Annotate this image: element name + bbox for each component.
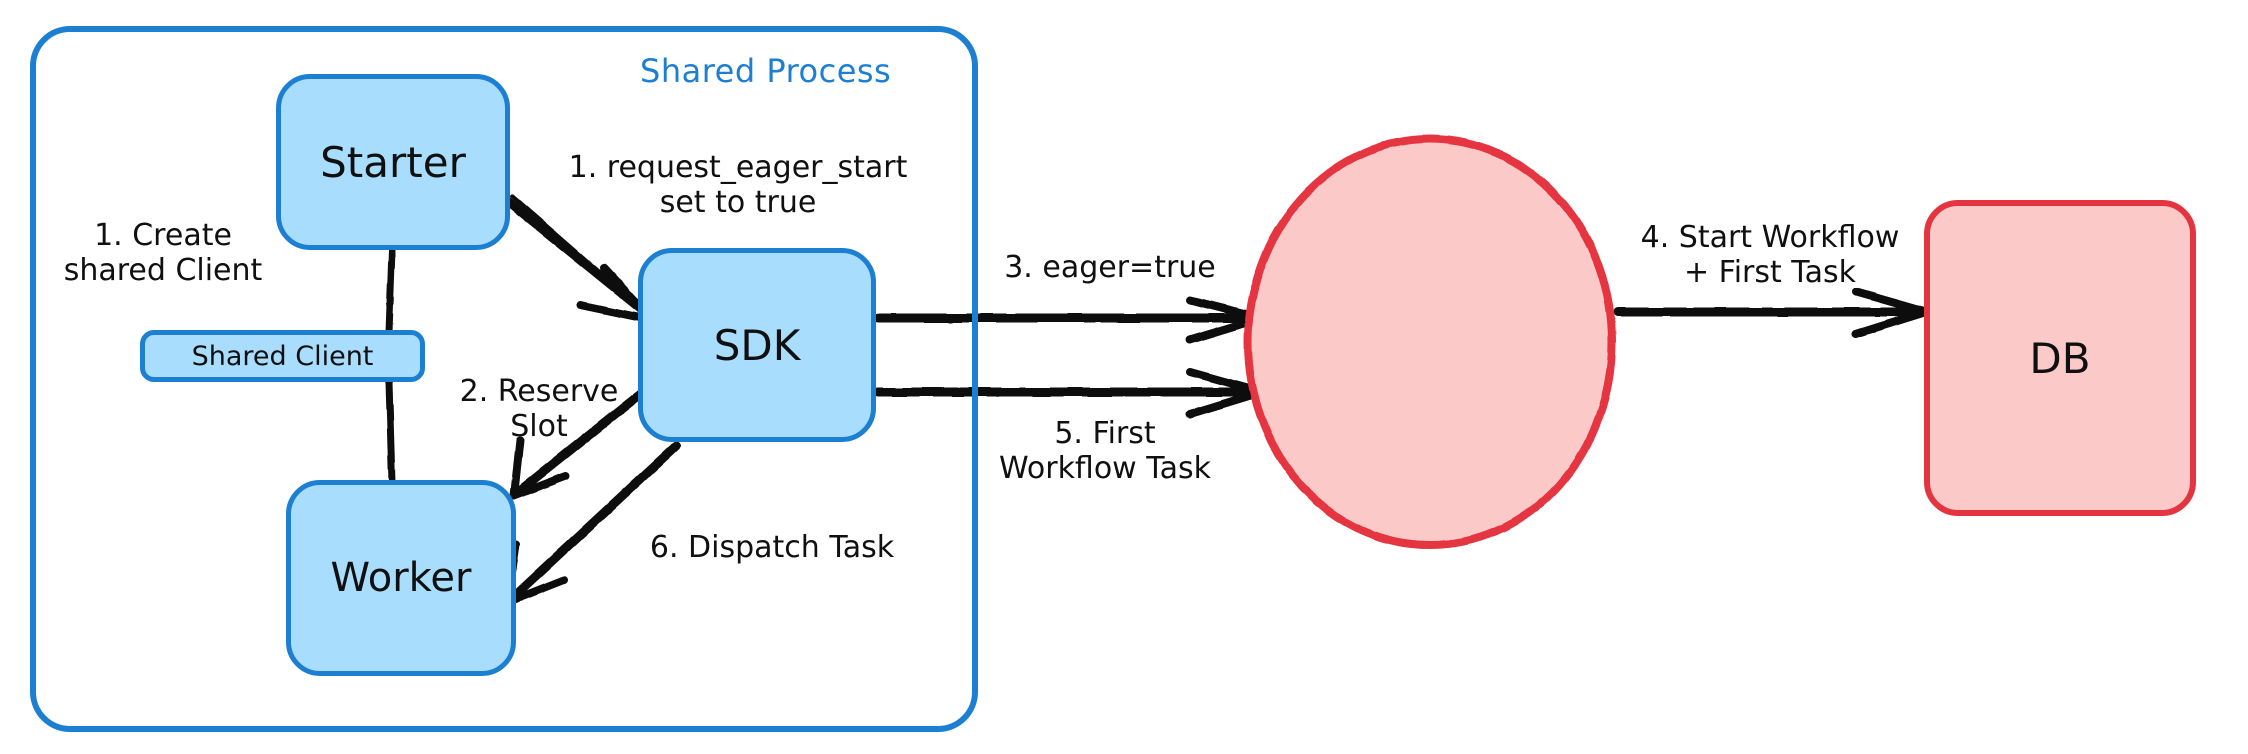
edge-label-start-workflow: 4. Start Workflow + First Task xyxy=(1640,220,1900,291)
edge-label-first-workflow-task: 5. First Workflow Task xyxy=(998,416,1212,487)
shared-process-container xyxy=(30,26,978,732)
edge-label-create-shared-client: 1. Create shared Client xyxy=(63,218,263,289)
node-shared-client-label: Shared Client xyxy=(191,340,374,372)
node-starter-label: Starter xyxy=(320,137,466,187)
node-starter[interactable]: Starter xyxy=(276,74,510,250)
connector-sdk-worker-dispatch xyxy=(507,441,681,603)
connector-shared-client-worker xyxy=(385,378,396,486)
node-server[interactable]: Server xyxy=(1244,134,1616,549)
edge-label-reserve-slot: 2. Reserve Slot xyxy=(459,374,619,445)
edge-label-request-eager-start: 1. request_eager_start set to true xyxy=(568,150,908,221)
node-shared-client[interactable]: Shared Client xyxy=(140,330,425,382)
node-sdk-label: SDK xyxy=(713,320,801,370)
shared-process-label: Shared Process xyxy=(640,52,892,90)
node-db-label: DB xyxy=(2029,333,2091,383)
node-worker-label: Worker xyxy=(330,555,472,601)
node-server-shape xyxy=(1244,135,1616,549)
connector-starter-shared-client xyxy=(385,246,396,336)
edge-label-eager-true: 3. eager=true xyxy=(1004,250,1216,285)
node-sdk[interactable]: SDK xyxy=(638,248,876,442)
edge-label-dispatch-task: 6. Dispatch Task xyxy=(649,530,895,565)
node-worker[interactable]: Worker xyxy=(286,480,516,676)
node-db[interactable]: DB xyxy=(1924,200,2196,516)
connector-sdk-worker-reserve xyxy=(513,383,653,497)
